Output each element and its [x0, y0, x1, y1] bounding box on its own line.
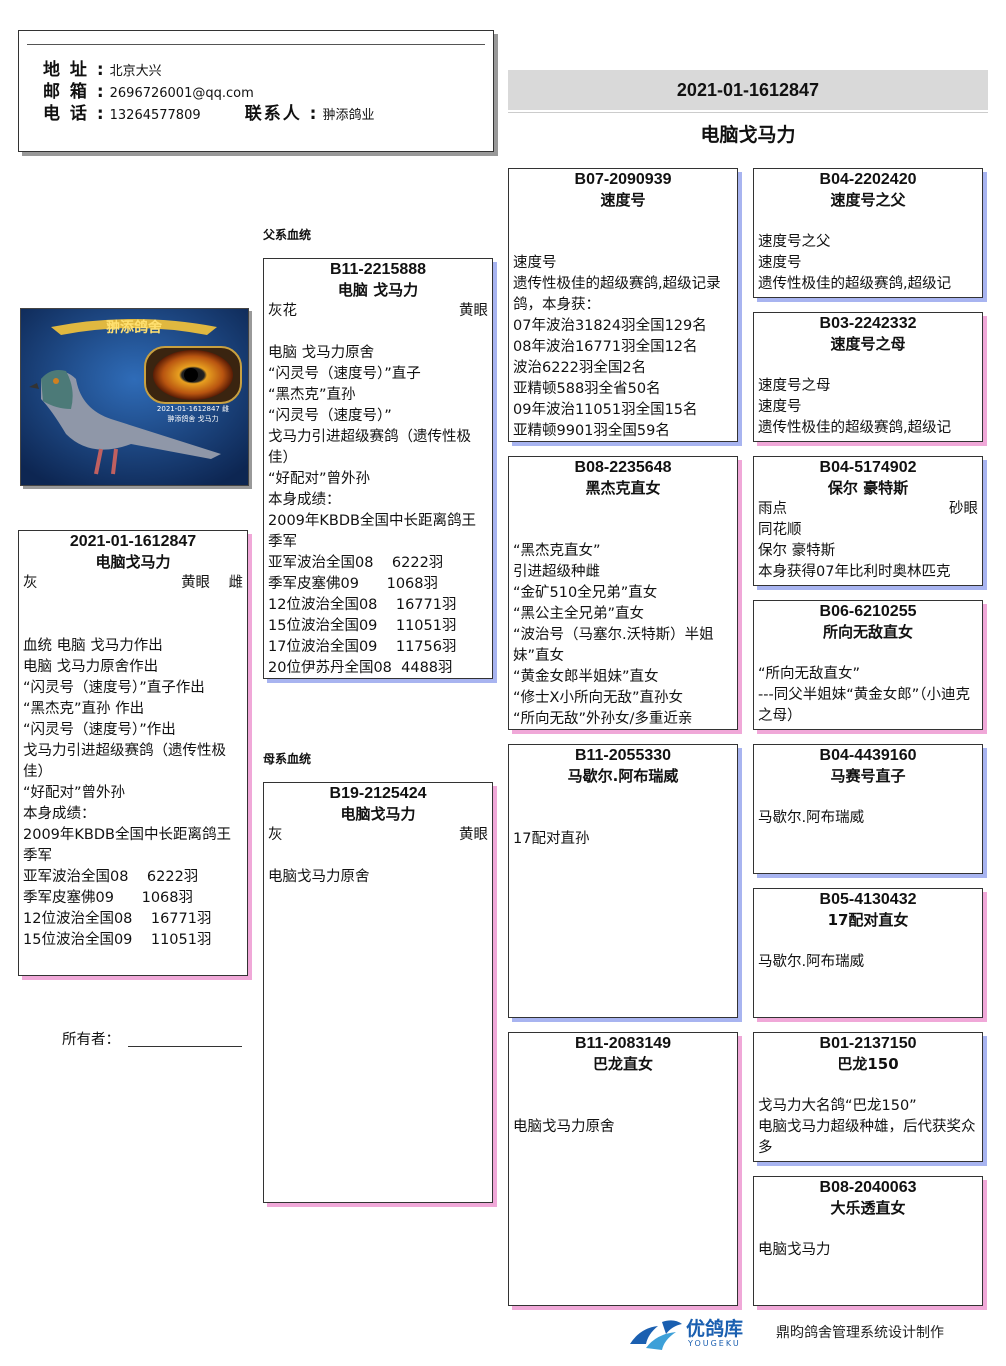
phone-row: 电 话 : 13264577809 联系人 :翀添鸽业 [43, 99, 375, 124]
ggp-notes: 同花顺 保尔 豪特斯 本身获得07年比利时奥林匹克 [754, 520, 982, 583]
ggp-notes: 马歇尔.阿布瑞威 [754, 808, 982, 829]
contact-label: 联系人 : [245, 104, 319, 124]
subject-name: 电脑戈马力 [19, 552, 247, 573]
ggp-name: 保尔 豪特斯 [754, 478, 982, 499]
ggp-name: 大乐透直女 [754, 1198, 982, 1219]
ggp-eye: 砂眼 [949, 499, 978, 520]
grandsire-maternal-card: B11-2055330 马歇尔.阿布瑞威 17配对直孙 [508, 744, 738, 1018]
ggp-name: 马赛号直子 [754, 766, 982, 787]
subject-ring: 2021-01-1612847 [19, 532, 247, 552]
brand-name-en: YOUGEKU [688, 1339, 741, 1348]
subject-notes: 血统 电脑 戈马力作出 电脑 戈马力原舍作出 “闪灵号（速度号）”直子作出 “黑… [19, 636, 247, 951]
ggp-notes: 电脑戈马力 [754, 1240, 982, 1261]
ggp-ring: B04-4439160 [754, 746, 982, 766]
footer-credit: 鼎昀鸽舍管理系统设计制作 [776, 1322, 944, 1342]
subject-traits: 灰 黄眼 雌 [19, 573, 247, 594]
ggp-ring: B01-2137150 [754, 1034, 982, 1054]
pedigree-name-title: 电脑戈马力 [508, 120, 988, 147]
ggp-notes: “所向无敌直女” ---同父半姐妹“黄金女郎”（小迪克之母） [754, 664, 982, 727]
subject-card: 2021-01-1612847 电脑戈马力 灰 黄眼 雌 血统 电脑 戈马力作出… [18, 530, 248, 976]
dam-ring: B19-2125424 [264, 784, 492, 804]
divider [27, 44, 485, 45]
dam-line-label: 母系血统 [263, 750, 311, 767]
ggp-ring: B03-2242332 [754, 314, 982, 334]
ggp-ring: B08-2040063 [754, 1178, 982, 1198]
footer: 优鸽库 YOUGEKU 鼎昀鸽舍管理系统设计制作 [626, 1312, 996, 1356]
gp-ring: B07-2090939 [509, 170, 737, 190]
sire-traits: 灰花 黄眼 [264, 301, 492, 322]
contact-value: 翀添鸽业 [322, 108, 374, 123]
ggp-traits: 雨点 砂眼 [754, 499, 982, 520]
ggp-color: 雨点 [758, 499, 787, 520]
ggp-card-3: B04-5174902 保尔 豪特斯 雨点 砂眼 同花顺 保尔 豪特斯 本身获得0… [753, 456, 983, 586]
gp-name: 巴龙直女 [509, 1054, 737, 1075]
gp-name: 速度号 [509, 190, 737, 211]
ggp-name: 速度号之父 [754, 190, 982, 211]
grandsire-paternal-card: B07-2090939 速度号 速度号 遗传性极佳的超级赛鸽,超级记录鸽，本身获… [508, 168, 738, 442]
ggp-ring: B06-6210255 [754, 602, 982, 622]
ggp-ring: B04-2202420 [754, 170, 982, 190]
dam-color: 灰 [268, 825, 283, 846]
granddam-maternal-card: B11-2083149 巴龙直女 电脑戈马力原舍 [508, 1032, 738, 1306]
ggp-card-2: B03-2242332 速度号之母 速度号之母 速度号 遗传性极佳的超级赛鸽,超… [753, 312, 983, 442]
gp-notes: “黑杰克直女” 引进超级种雌 “金矿510全兄弟”直女 “黑公主全兄弟”直女 “… [509, 541, 737, 730]
ggp-notes: 速度号之父 速度号 遗传性极佳的超级赛鸽,超级记 [754, 232, 982, 295]
contact-box: 地 址 :北京大兴 邮 箱 :2696726001@qq.com 电 话 :13… [18, 30, 494, 152]
ggp-ring: B05-4130432 [754, 890, 982, 910]
sire-line-label: 父系血统 [263, 226, 311, 243]
phone-label: 电 话 : [43, 104, 106, 124]
ggp-name: 速度号之母 [754, 334, 982, 355]
pigeon-photo: 翀添鸽舍 2021-01-1612847 雌 翀添鸽舍 戈马力 [20, 308, 249, 486]
ggp-card-7: B01-2137150 巴龙150 戈马力大名鸽“巴龙150” 电脑戈马力超级种… [753, 1032, 983, 1162]
dam-name: 电脑戈马力 [264, 804, 492, 825]
subject-color: 灰 [23, 573, 38, 594]
gp-ring: B08-2235648 [509, 458, 737, 478]
dam-card: B19-2125424 电脑戈马力 灰 黄眼 电脑戈马力原舍 [263, 782, 493, 1203]
photo-caption-1: 2021-01-1612847 雌 [157, 404, 229, 413]
divider [508, 112, 988, 113]
ggp-card-4: B06-6210255 所向无敌直女 “所向无敌直女” ---同父半姐妹“黄金女… [753, 600, 983, 730]
dam-notes: 电脑戈马力原舍 [264, 867, 492, 888]
pedigree-ring-title: 2021-01-1612847 [508, 70, 988, 110]
ggp-card-5: B04-4439160 马赛号直子 马歇尔.阿布瑞威 [753, 744, 983, 874]
dam-traits: 灰 黄眼 [264, 825, 492, 846]
ggp-name: 17配对直女 [754, 910, 982, 931]
gp-notes: 17配对直孙 [509, 829, 737, 850]
subject-sex: 雌 [229, 575, 244, 591]
photo-caption-2: 翀添鸽舍 戈马力 [167, 414, 218, 423]
dam-eye: 黄眼 [459, 825, 488, 846]
photo-banner-text: 翀添鸽舍 [106, 319, 163, 336]
sire-ring: B11-2215888 [264, 260, 492, 280]
ggp-card-6: B05-4130432 17配对直女 马歇尔.阿布瑞威 [753, 888, 983, 1018]
ggp-notes: 速度号之母 速度号 遗传性极佳的超级赛鸽,超级记 [754, 376, 982, 439]
gp-notes: 速度号 遗传性极佳的超级赛鸽,超级记录鸽，本身获： 07年波治31824羽全国1… [509, 253, 737, 442]
ggp-name: 所向无敌直女 [754, 622, 982, 643]
granddam-paternal-card: B08-2235648 黑杰克直女 “黑杰克直女” 引进超级种雌 “金矿510全… [508, 456, 738, 730]
pigeon-illustration: 翀添鸽舍 2021-01-1612847 雌 翀添鸽舍 戈马力 [21, 309, 248, 485]
gp-ring: B11-2083149 [509, 1034, 737, 1054]
ggp-ring: B04-5174902 [754, 458, 982, 478]
subject-eye: 黄眼 [181, 575, 210, 591]
ggp-card-1: B04-2202420 速度号之父 速度号之父 速度号 遗传性极佳的超级赛鸽,超… [753, 168, 983, 298]
gp-name: 黑杰克直女 [509, 478, 737, 499]
owner-signature-line[interactable] [128, 1046, 242, 1047]
ggp-name: 巴龙150 [754, 1054, 982, 1075]
sire-notes: 电脑 戈马力原舍 “闪灵号（速度号）”直子 “黑杰克”直孙 “闪灵号（速度号）”… [264, 343, 492, 679]
owner-label: 所有者： [62, 1028, 120, 1049]
sire-name: 电脑 戈马力 [264, 280, 492, 301]
brand-name: 优鸽库 [686, 1314, 743, 1341]
ggp-card-8: B08-2040063 大乐透直女 电脑戈马力 [753, 1176, 983, 1306]
brand-logo-icon [626, 1314, 684, 1354]
phone-value: 13264577809 [110, 108, 201, 123]
sire-card: B11-2215888 电脑 戈马力 灰花 黄眼 电脑 戈马力原舍 “闪灵号（速度… [263, 258, 493, 679]
gp-name: 马歇尔.阿布瑞威 [509, 766, 737, 787]
gp-notes: 电脑戈马力原舍 [509, 1117, 737, 1138]
sire-eye: 黄眼 [459, 301, 488, 322]
ggp-notes: 马歇尔.阿布瑞威 [754, 952, 982, 973]
gp-ring: B11-2055330 [509, 746, 737, 766]
sire-color: 灰花 [268, 301, 297, 322]
ggp-notes: 戈马力大名鸽“巴龙150” 电脑戈马力超级种雄，后代获奖众多 [754, 1096, 982, 1159]
